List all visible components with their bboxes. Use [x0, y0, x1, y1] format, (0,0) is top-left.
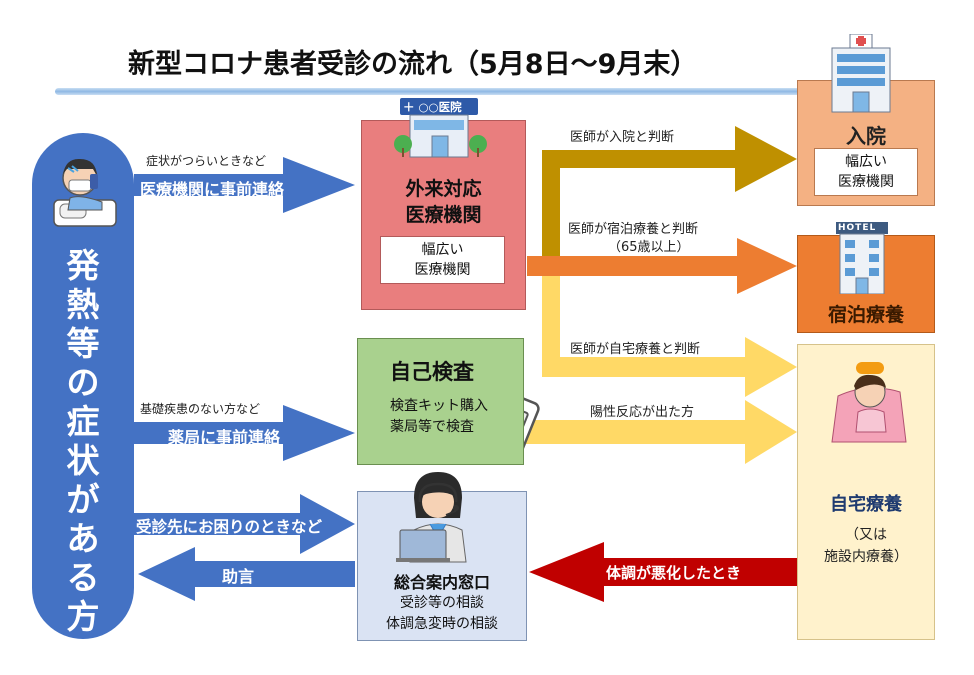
home-sub-2: 施設内療養）	[824, 549, 908, 565]
home-sub-1: （又は	[845, 527, 887, 543]
admission-sub-1: 幅広い	[845, 154, 887, 170]
admission-title: 入院	[846, 124, 886, 148]
outpatient-title-2: 医療機関	[405, 204, 482, 226]
arrow-advice	[138, 547, 355, 601]
flow-to-home-label: 医師が自宅療養と判断	[570, 342, 701, 357]
selftest-line-1: 検査キット購入	[390, 398, 488, 414]
flow-to-hotel-label-1: 医師が宿泊療養と判断	[568, 222, 699, 237]
arrow-to-home	[542, 266, 797, 397]
arrow-to-hotel	[527, 238, 797, 294]
flow-to-admission-label: 医師が入院と判断	[570, 130, 675, 145]
hotel-sign: HOTEL	[838, 223, 877, 233]
flow-to-hotel-label-2: （65歳以上）	[608, 240, 690, 255]
home-title: 自宅療養	[830, 494, 902, 515]
sick-person-icon	[53, 158, 117, 227]
clinic-sign: ＋ ○○医院	[403, 100, 462, 114]
arrow-to-helpdesk	[134, 494, 355, 554]
arrow-positive	[524, 400, 797, 464]
advice-label: 助言	[222, 567, 255, 586]
selftest-line-2: 薬局等で検査	[390, 419, 474, 435]
arrow-to-pharmacy	[134, 405, 355, 461]
outpatient-sub-2: 医療機関	[414, 262, 471, 278]
severe-label: 医療機関に事前連絡	[140, 180, 285, 199]
clinic-building-icon	[394, 98, 487, 158]
outpatient-sub-1: 幅広い	[421, 242, 464, 258]
hospital-building-icon	[831, 34, 891, 113]
title-rule	[55, 88, 800, 95]
outpatient-sub-box	[380, 236, 505, 284]
healthy-note: 基礎疾患のない方など	[140, 402, 261, 416]
admission-sub-2: 医療機関	[838, 174, 894, 190]
outpatient-title-1: 外来対応	[405, 178, 482, 200]
resting-person-icon	[831, 362, 907, 443]
arrow-to-admission	[542, 126, 797, 266]
admission-sub-box	[814, 148, 918, 196]
hotel-building-icon	[836, 222, 888, 294]
hotel-title: 宿泊療養	[827, 304, 904, 326]
trouble-label: 受診先にお困りのときなど	[136, 518, 323, 536]
selftest-title: 自己検査	[390, 360, 474, 384]
operator-icon	[396, 472, 467, 563]
helpdesk-line-1: 受診等の相談	[400, 595, 484, 611]
helpdesk-title: 総合案内窓口	[393, 573, 490, 592]
flow-worsened-label: 体調が悪化したとき	[606, 564, 742, 582]
patient-column	[32, 133, 134, 639]
arrow-worsened	[529, 542, 797, 602]
selftest-box	[357, 338, 524, 465]
page-title: 新型コロナ患者受診の流れ（5月8日～9月末）	[128, 49, 698, 80]
helpdesk-line-2: 体調急変時の相談	[386, 616, 498, 632]
severe-note: 症状がつらいときなど	[146, 154, 267, 168]
flow-positive-label: 陽性反応が出た方	[590, 405, 695, 420]
healthy-label: 薬局に事前連絡	[168, 428, 281, 447]
arrow-to-outpatient	[134, 157, 355, 213]
patient-label: 発熱等の症状がある方	[66, 246, 100, 636]
